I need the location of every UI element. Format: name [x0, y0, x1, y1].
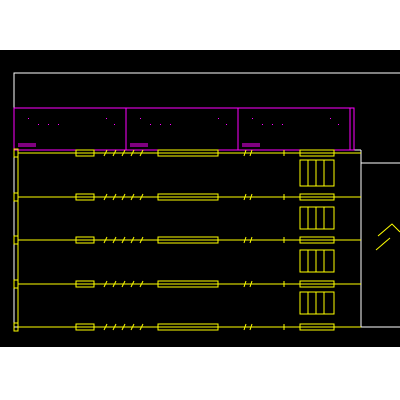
- tick-mark: [249, 280, 253, 288]
- tick-mark: [243, 323, 247, 331]
- fuse-symbol: [75, 280, 95, 288]
- resistor-symbol: [157, 323, 219, 328]
- resistor-symbol: [157, 280, 219, 288]
- fuse-symbol: [75, 323, 95, 328]
- drawing-area: [0, 50, 400, 347]
- magenta-pin: [338, 124, 339, 125]
- magenta-pin: [106, 118, 107, 119]
- magenta-pin: [330, 118, 331, 119]
- coil-mark: [139, 236, 144, 244]
- contact-block: [299, 291, 335, 315]
- relay-symbol: [299, 193, 335, 201]
- coil-mark: [121, 236, 126, 244]
- tick-mark: [249, 236, 253, 244]
- magenta-pin: [58, 124, 59, 125]
- coil-mark: [121, 323, 126, 331]
- fuse-symbol: [75, 193, 95, 201]
- yellow-outline: [375, 237, 391, 251]
- tick-mark: [243, 149, 247, 157]
- coil-mark: [112, 323, 117, 331]
- coil-mark: [112, 236, 117, 244]
- coil-mark: [121, 149, 126, 157]
- coil-mark: [112, 193, 117, 201]
- coil-mark: [103, 149, 108, 157]
- tick-mark: [249, 323, 253, 331]
- yellow-wiring-layer: [13, 148, 400, 332]
- magenta-pin: [114, 124, 115, 125]
- magenta-pin: [150, 124, 151, 125]
- tick-mark: [249, 149, 253, 157]
- coil-mark: [103, 236, 108, 244]
- relay-symbol: [299, 236, 335, 244]
- coil-mark: [112, 149, 117, 157]
- magenta-pin: [170, 124, 171, 125]
- relay-symbol: [299, 280, 335, 288]
- contact-block: [299, 159, 335, 187]
- magenta-pin: [218, 118, 219, 119]
- magenta-pin: [252, 118, 253, 119]
- coil-mark: [121, 280, 126, 288]
- coil-mark: [130, 149, 135, 157]
- fuse-symbol: [75, 236, 95, 244]
- magenta-pin: [28, 118, 29, 119]
- coil-mark: [112, 280, 117, 288]
- fuse-symbol: [75, 149, 95, 157]
- coil-mark: [139, 323, 144, 331]
- resistor-symbol: [157, 193, 219, 201]
- coil-mark: [139, 280, 144, 288]
- yellow-outline: [377, 223, 400, 237]
- resistor-symbol: [157, 149, 219, 157]
- coil-mark: [121, 193, 126, 201]
- coil-mark: [130, 236, 135, 244]
- coil-mark: [139, 149, 144, 157]
- magenta-pin: [272, 124, 273, 125]
- relay-symbol: [299, 149, 335, 157]
- tick-mark: [249, 193, 253, 201]
- magenta-pin: [262, 124, 263, 125]
- magenta-panel-edge: [349, 107, 355, 151]
- magenta-pin: [282, 124, 283, 125]
- tick-mark: [243, 280, 247, 288]
- magenta-pin: [160, 124, 161, 125]
- magenta-pin: [48, 124, 49, 125]
- contact-block: [299, 206, 335, 230]
- magenta-pin: [140, 118, 141, 119]
- coil-mark: [103, 323, 108, 331]
- coil-mark: [139, 193, 144, 201]
- tick-mark: [243, 236, 247, 244]
- contact-block: [299, 249, 335, 273]
- coil-mark: [130, 323, 135, 331]
- coil-mark: [103, 280, 108, 288]
- resistor-symbol: [157, 236, 219, 244]
- tick-mark: [243, 193, 247, 201]
- coil-mark: [130, 280, 135, 288]
- magenta-pin: [38, 124, 39, 125]
- coil-mark: [130, 193, 135, 201]
- coil-mark: [103, 193, 108, 201]
- magenta-pin: [226, 124, 227, 125]
- relay-symbol: [299, 323, 335, 328]
